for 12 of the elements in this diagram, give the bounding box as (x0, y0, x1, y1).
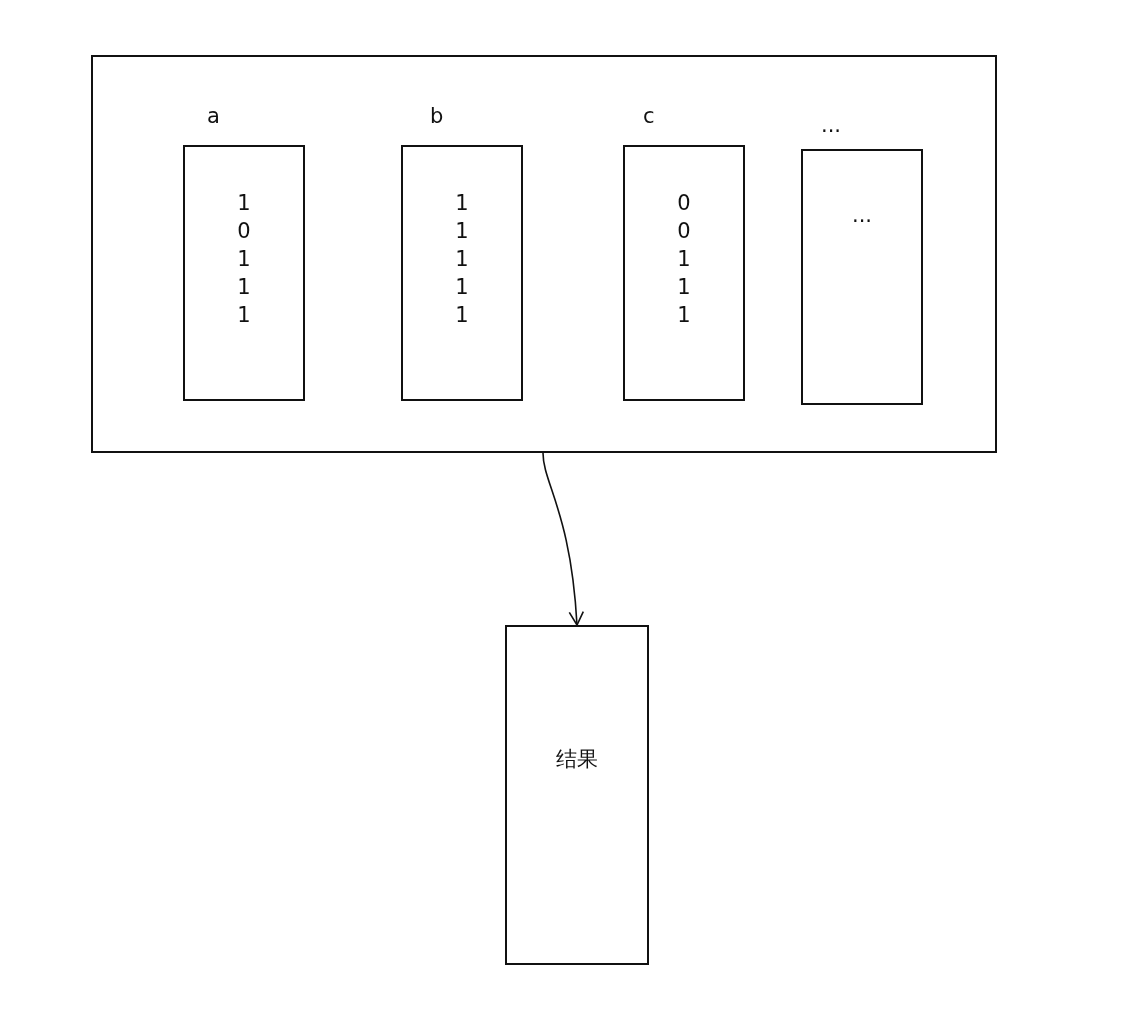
column-heading: a (207, 104, 220, 128)
column-heading: c (643, 104, 655, 128)
bit-column: 1 1 1 1 1 (453, 189, 471, 329)
arrow (542, 452, 584, 626)
column-heading: ... (821, 113, 842, 137)
column-heading: b (430, 104, 444, 128)
container-box (91, 55, 997, 453)
result-label: 结果 (556, 746, 598, 773)
result-box (505, 625, 649, 965)
bit-column: 1 0 1 1 1 (235, 189, 253, 329)
bit-column: ... (852, 201, 872, 229)
bit-column: 0 0 1 1 1 (675, 189, 693, 329)
